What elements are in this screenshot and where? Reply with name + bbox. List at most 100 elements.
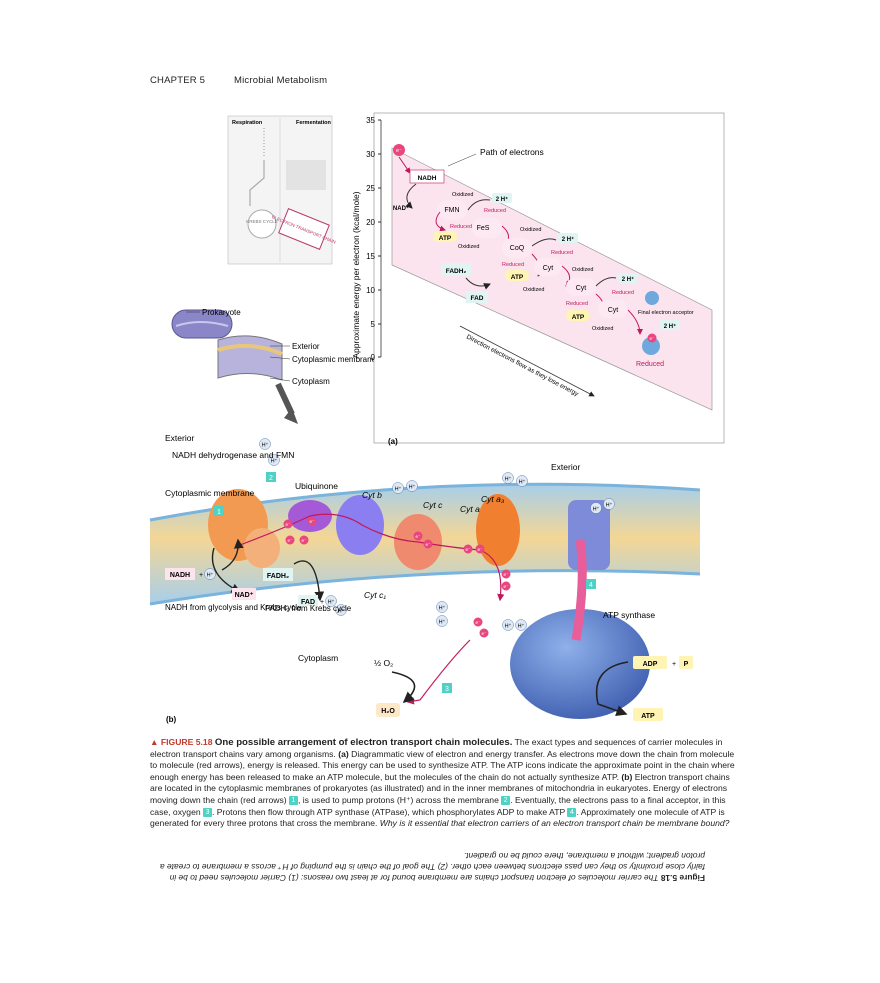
b-e-10: e⁻ (504, 584, 510, 589)
caption-step-2: 2 (501, 796, 511, 806)
ubiquinone-label: Ubiquinone (295, 481, 338, 491)
answer-upside-down: Figure 5.18 The carrier molecules of ele… (150, 850, 705, 883)
two-h-1: 2 H⁺ (496, 196, 509, 203)
b-exterior-left: Exterior (165, 433, 194, 443)
b-adp: ADP (643, 661, 658, 668)
ytick-0: 0 (371, 353, 376, 362)
b-h-5: H⁺ (505, 476, 512, 483)
coq-reduced-low: Reduced (502, 262, 524, 268)
b-e-9: e⁻ (504, 572, 510, 577)
prokaryote-membrane-text: Cytoplasmic membrane (292, 355, 377, 364)
chain-fmn: FMN (444, 207, 459, 214)
step-3: 3 (445, 686, 449, 693)
panel-b-label: (b) (166, 715, 177, 724)
cyt-a3-label: Cyt a₃ (481, 494, 505, 504)
chain-cyt-1: Cyt (543, 265, 554, 272)
prokaryote-membrane-label: Cytoplasmic membrane (292, 355, 377, 364)
chain-fad: FAD (471, 295, 484, 302)
b-h-13: H⁺ (518, 623, 525, 630)
two-h-3: 2 H⁺ (622, 276, 635, 283)
nadh-from-label: NADH from glycolysis and Krebs cycle (165, 603, 302, 612)
atp-synthase (510, 609, 650, 719)
panel-a-energy-diagram: 35 30 25 20 15 10 5 0 Approximate energy… (351, 112, 725, 446)
b-p: P (684, 661, 689, 668)
b-plus-2: + (320, 599, 324, 606)
caption-text-5: . Eventually, the electrons pass to a fi… (150, 794, 726, 817)
final-acceptor-text: Final electron acceptor (638, 310, 694, 316)
chain-fadh2: FADH₂ (446, 268, 467, 275)
b-h-fad: H⁺ (328, 599, 335, 606)
cyt-c-label: Cyt c (423, 500, 443, 510)
answer-label: Figure 5.18 (660, 873, 705, 883)
fadh2-from-label: FADH₂ from Krebs cycle (265, 604, 352, 613)
b-plus-3: + (672, 661, 676, 668)
figure-title: One possible arrangement of electron tra… (214, 737, 513, 748)
b-fadh2: FADH₂ (267, 573, 289, 580)
inset-fermentation-label: Fermentation (296, 120, 331, 126)
fes-reduced-top: Reduced (484, 208, 506, 214)
b-h2o: H₂O (381, 708, 395, 715)
cyt2-reduced: Reduced (612, 290, 634, 296)
caption-text-3: Electron transport chains are located in… (150, 771, 730, 805)
b-h-7: H⁺ (593, 506, 600, 513)
b-e-8: e⁻ (478, 547, 484, 552)
fmn-reduced: Reduced (450, 224, 472, 230)
atp-2: ATP (511, 274, 524, 281)
b-e-6: e⁻ (426, 542, 432, 547)
prokaryote-label: Prokaryote (202, 308, 241, 317)
ytick-5: 5 (371, 320, 376, 329)
coq-oxidized: Oxidized (520, 227, 541, 233)
b-e-12: e⁻ (482, 631, 488, 636)
cyt1-oxidized: Oxidized (523, 287, 544, 293)
b-h-12: H⁺ (505, 623, 512, 630)
ytick-20: 20 (366, 218, 375, 227)
b-h-4: H⁺ (409, 484, 416, 491)
b-e-2: e⁻ (310, 519, 316, 524)
chain-cyt-2: Cyt (576, 285, 587, 292)
chain-cyt-3: Cyt (608, 307, 619, 314)
caption-step-4: 4 (567, 807, 577, 817)
chain-fes: FeS (477, 225, 490, 232)
b-nad: NAD⁺ (235, 592, 254, 599)
b-nadh: NADH (170, 572, 190, 579)
atp-synthase-stalk (568, 500, 610, 570)
prokaryote-exterior-label: Exterior (292, 342, 320, 351)
chain-nad: NAD⁺ (393, 205, 409, 212)
caption-question: Why is it essential that electron carrie… (379, 818, 730, 829)
figure-caption: ▲ FIGURE 5.18 One possible arrangement o… (150, 737, 738, 830)
prokaryote-illustration: Prokaryote Exterior Cytoplasmic membrane… (171, 308, 377, 424)
caption-step-1: 1 (289, 796, 298, 806)
ytick-10: 10 (366, 286, 375, 295)
cyt2-reduced-low: Reduced (566, 301, 588, 307)
caption-text-1: The exact types and sequences of carrier… (150, 737, 723, 759)
caption-b: (b) (621, 771, 633, 782)
ytick-25: 25 (366, 184, 375, 193)
panel-b-membrane-diagram: e⁻ e⁻ e⁻ e⁻ e⁻ e⁻ e⁻ e⁻ e⁻ e⁻ e⁻ e⁻ H⁺ H… (149, 433, 701, 724)
cyt-b-label: Cyt b (362, 490, 382, 500)
ytick-30: 30 (366, 150, 375, 159)
y-axis-label: Approximate energy per electron (kcal/mo… (351, 191, 361, 358)
cyt-a-label: Cyt a (460, 504, 480, 514)
b-h-3: H⁺ (395, 486, 402, 493)
inset-respiration-label: Respiration (232, 120, 263, 126)
caption-step-3: 3 (203, 807, 213, 817)
b-h-9: H⁺ (338, 608, 345, 615)
two-h-4: 2 H⁺ (664, 323, 677, 330)
caption-a: (a) (338, 748, 349, 759)
atp-1: ATP (439, 235, 452, 242)
step-4: 4 (589, 582, 593, 589)
cytoplasmic-membrane-label: Cytoplasmic membrane (165, 488, 255, 498)
b-fad: FAD (301, 599, 315, 606)
electron-path: e⁻ e⁻ e⁻ e⁻ e⁻ e⁻ e⁻ e⁻ e⁻ e⁻ e⁻ e⁻ (239, 513, 511, 638)
running-header: CHAPTER 5 Microbial Metabolism (150, 75, 327, 86)
b-cytoplasm-label: Cytoplasm (298, 653, 338, 663)
b-h-2: H⁺ (271, 458, 278, 465)
fmn-oxidized: Oxidized (452, 192, 473, 198)
final-acceptor-label: Final electron acceptor (638, 310, 694, 316)
complex-cyt-b (336, 495, 384, 555)
chain-coq: CoQ (510, 245, 525, 252)
electron-end: e⁻ (650, 336, 656, 341)
b-h-11: H⁺ (439, 619, 446, 626)
cyt-c1-label: Cyt c₁ (364, 590, 386, 600)
cyt3-oxidized: Oxidized (592, 326, 613, 332)
